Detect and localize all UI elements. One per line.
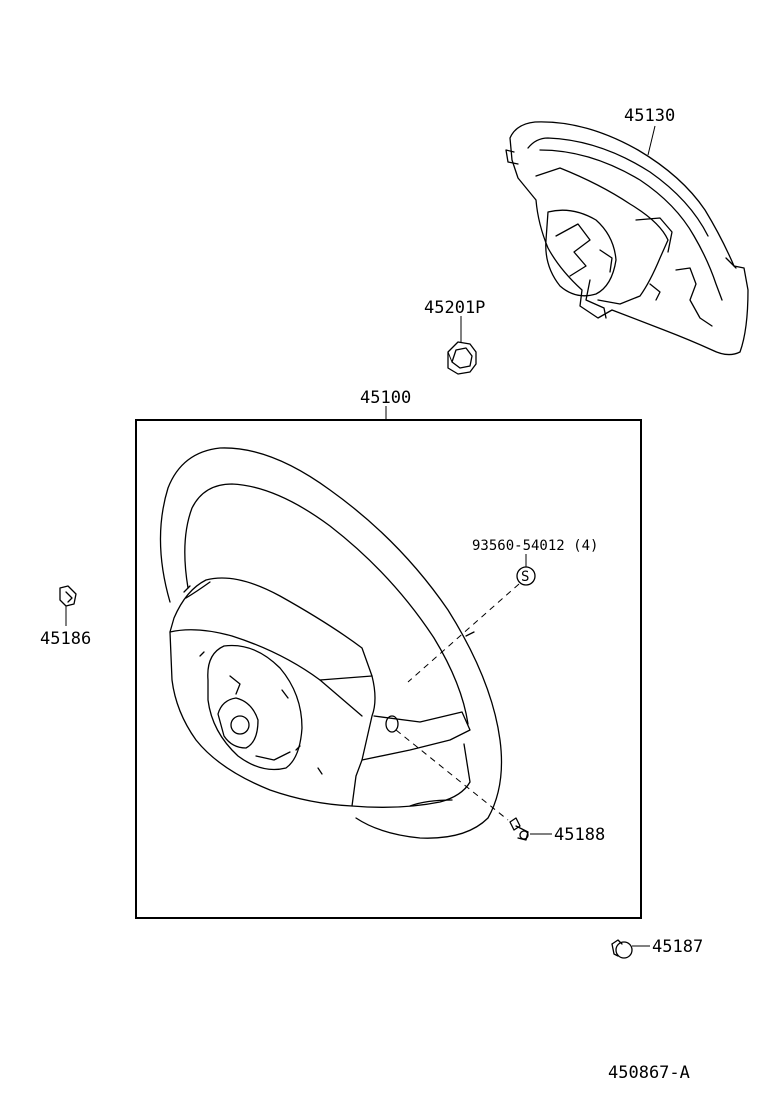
leader-45130 — [647, 125, 656, 156]
label-45186: 45186 — [40, 629, 91, 649]
label-45130: 45130 — [624, 106, 675, 126]
dashed-line-45188 — [395, 729, 509, 821]
label-45188: 45188 — [554, 825, 605, 845]
dashed-line-screw — [407, 583, 520, 683]
assembly-frame-45100 — [135, 419, 642, 919]
nut-45201P — [447, 341, 477, 375]
screw-marker-label: S — [521, 569, 529, 585]
label-93560-54012: 93560-54012 (4) — [472, 538, 598, 554]
label-45100: 45100 — [360, 388, 411, 408]
steering-wheel-45100 — [159, 447, 503, 839]
label-45201P: 45201P — [424, 298, 485, 318]
plug-45188 — [509, 817, 529, 841]
label-45187: 45187 — [652, 937, 703, 957]
drawing-number: 450867-A — [608, 1063, 690, 1083]
steering-wheel-cover-45130 — [505, 121, 749, 356]
grommet-45187 — [611, 939, 633, 959]
clip-45186 — [59, 585, 77, 607]
